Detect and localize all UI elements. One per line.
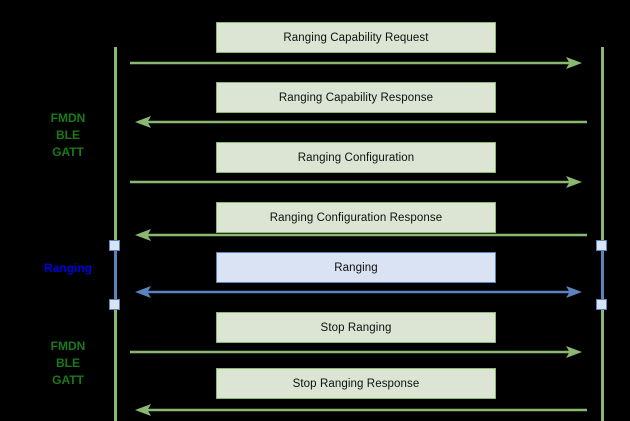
- activation-marker-right-start: [596, 240, 607, 251]
- right-lifeline-upper: [601, 47, 604, 246]
- message-arrow-ranging-capability-response: [135, 115, 587, 129]
- right-lifeline-ranging-segment: [601, 246, 604, 305]
- message-arrow-ranging-bidirectional: [135, 285, 582, 299]
- message-box-ranging[interactable]: Ranging: [216, 252, 496, 283]
- message-arrow-stop-ranging-response: [135, 403, 587, 417]
- message-box-stop-ranging-response[interactable]: Stop Ranging Response: [216, 368, 496, 399]
- message-arrow-stop-ranging: [130, 345, 582, 359]
- message-box-ranging-configuration[interactable]: Ranging Configuration: [216, 142, 496, 173]
- activation-marker-left-end: [109, 299, 120, 310]
- left-lifeline-ranging-segment: [114, 246, 117, 305]
- phase-label-ranging: Ranging: [44, 261, 92, 275]
- left-lifeline-upper: [114, 47, 117, 246]
- message-box-stop-ranging[interactable]: Stop Ranging: [216, 312, 496, 343]
- right-lifeline-lower: [601, 303, 604, 421]
- message-arrow-ranging-configuration-response: [135, 228, 587, 242]
- activation-marker-left-start: [109, 240, 120, 251]
- left-lifeline-lower: [114, 303, 117, 421]
- message-box-ranging-configuration-response[interactable]: Ranging Configuration Response: [216, 202, 496, 233]
- message-arrow-ranging-configuration: [130, 175, 582, 189]
- message-box-ranging-capability-request[interactable]: Ranging Capability Request: [216, 22, 496, 53]
- message-box-ranging-capability-response[interactable]: Ranging Capability Response: [216, 82, 496, 113]
- phase-label-fmdn-ble-gatt-top: FMDN BLE GATT: [50, 111, 86, 159]
- message-arrow-ranging-capability-request: [130, 56, 582, 70]
- phase-label-fmdn-ble-gatt-bottom: FMDN BLE GATT: [50, 339, 86, 387]
- activation-marker-right-end: [596, 299, 607, 310]
